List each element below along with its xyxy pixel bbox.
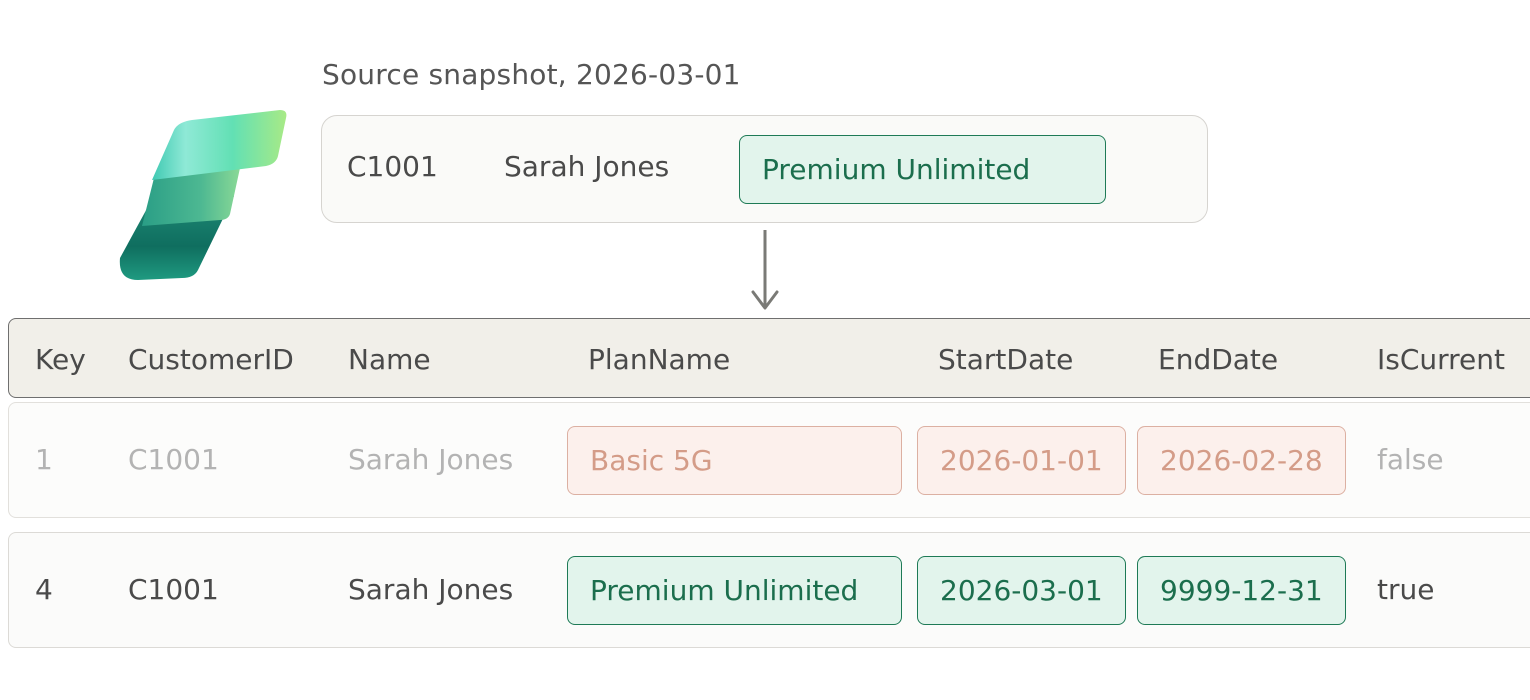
column-header-end-date: EndDate xyxy=(1158,343,1279,376)
cell-end-date-current: 9999-12-31 xyxy=(1137,556,1346,625)
cell-name: Sarah Jones xyxy=(348,573,514,606)
cell-plan-name-current: Premium Unlimited xyxy=(567,556,902,625)
column-header-customer-id: CustomerID xyxy=(128,343,294,376)
snapshot-plan-name-changed: Premium Unlimited xyxy=(739,135,1106,204)
cell-is-current: false xyxy=(1377,443,1444,476)
cell-key: 1 xyxy=(35,443,53,476)
arrow-down-icon xyxy=(751,230,779,310)
cell-end-date-text: 9999-12-31 xyxy=(1160,574,1323,607)
dimension-table-header: Key CustomerID Name PlanName StartDate E… xyxy=(8,318,1530,398)
table-row-expired: 1 C1001 Sarah Jones Basic 5G 2026-01-01 … xyxy=(8,402,1530,518)
source-snapshot-card: C1001 Sarah Jones Premium Unlimited xyxy=(321,115,1208,223)
cell-start-date-expired: 2026-01-01 xyxy=(917,426,1126,495)
column-header-name: Name xyxy=(348,343,431,376)
column-header-plan-name: PlanName xyxy=(588,343,731,376)
cell-key: 4 xyxy=(35,573,53,606)
snapshot-title: Source snapshot, 2026-03-01 xyxy=(322,58,741,91)
cell-name: Sarah Jones xyxy=(348,443,514,476)
cell-customer-id: C1001 xyxy=(128,443,219,476)
snapshot-plan-name-text: Premium Unlimited xyxy=(762,153,1031,186)
snapshot-customer-id: C1001 xyxy=(347,150,438,183)
cell-start-date-text: 2026-03-01 xyxy=(940,574,1103,607)
column-header-is-current: IsCurrent xyxy=(1377,343,1506,376)
cell-plan-name-text: Basic 5G xyxy=(590,444,713,477)
cell-customer-id: C1001 xyxy=(128,573,219,606)
column-header-start-date: StartDate xyxy=(938,343,1074,376)
snapshot-name: Sarah Jones xyxy=(504,150,670,183)
cell-start-date-current: 2026-03-01 xyxy=(917,556,1126,625)
fabric-logo-icon xyxy=(119,110,287,280)
cell-is-current: true xyxy=(1377,573,1435,606)
cell-plan-name-expired: Basic 5G xyxy=(567,426,902,495)
column-header-key: Key xyxy=(35,343,86,376)
table-row-current: 4 C1001 Sarah Jones Premium Unlimited 20… xyxy=(8,532,1530,648)
cell-plan-name-text: Premium Unlimited xyxy=(590,574,859,607)
cell-end-date-text: 2026-02-28 xyxy=(1160,444,1323,477)
cell-end-date-expired: 2026-02-28 xyxy=(1137,426,1346,495)
cell-start-date-text: 2026-01-01 xyxy=(940,444,1103,477)
